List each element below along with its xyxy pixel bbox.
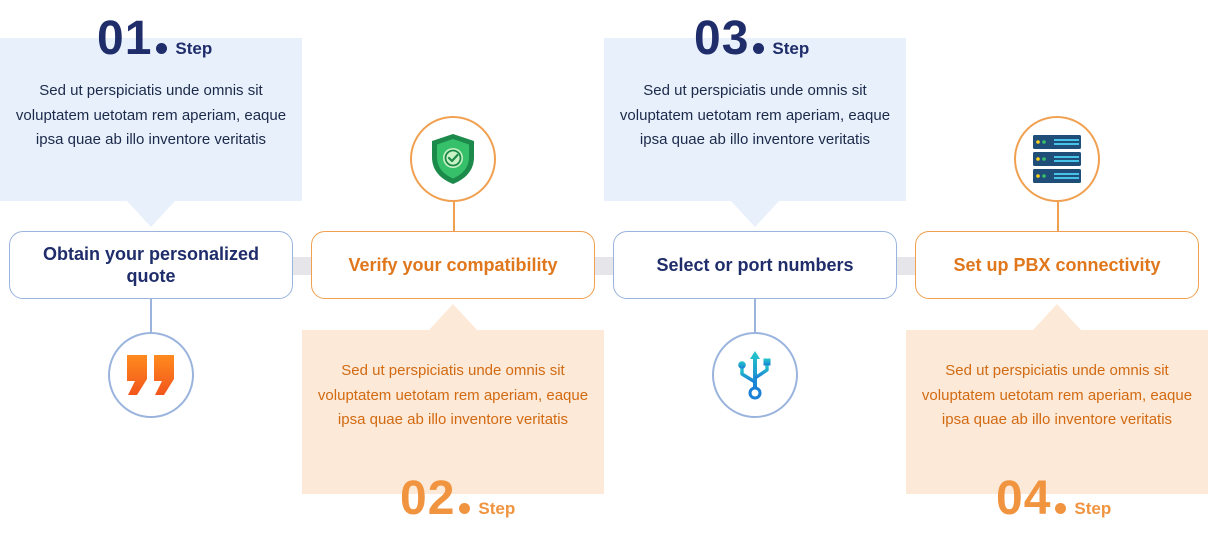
step-2-description-box: Sed ut perspiciatis unde omnis sit volup…: [302, 330, 604, 494]
step-4-title-text: Set up PBX connectivity: [953, 255, 1161, 275]
step-4-number: 04 Step: [996, 475, 1111, 523]
step-4-number-value: 04: [996, 472, 1052, 525]
step-3-number: 03 Step: [694, 15, 809, 63]
connector-bar: [593, 257, 617, 275]
step-4-title: Set up PBX connectivity: [915, 231, 1199, 299]
step-3-title-text: Select or port numbers: [656, 255, 854, 275]
server-icon: [1033, 135, 1081, 183]
step-2-description: Sed ut perspiciatis unde omnis sit volup…: [317, 362, 589, 428]
step-3-description: Sed ut perspiciatis unde omnis sit volup…: [619, 82, 891, 148]
step-2-title-text: Verify your compatibility: [348, 255, 558, 275]
step-2-dot: [459, 503, 471, 514]
step-2-title: Verify your compatibility: [311, 231, 595, 299]
usb-icon: [738, 351, 771, 400]
step-1-title-text: Obtain your personalized quote: [42, 244, 260, 286]
step-4-step-label: Step: [1074, 499, 1112, 518]
step-2-pointer: [429, 304, 477, 330]
step-3-step-label: Step: [772, 39, 810, 58]
step-3-description-box: Sed ut perspiciatis unde omnis sit volup…: [604, 38, 906, 201]
quote-icon: [127, 355, 174, 395]
step-3-title: Select or port numbers: [613, 231, 897, 299]
step-4-pointer: [1033, 304, 1081, 330]
step-3-number-value: 03: [694, 12, 750, 65]
step-1-pointer: [127, 201, 175, 227]
step-1-description-box: Sed ut perspiciatis unde omnis sit volup…: [0, 38, 302, 201]
step-1-title: Obtain your personalized quote: [9, 231, 293, 299]
step-2-number-value: 02: [400, 472, 456, 525]
step-1-dot: [156, 43, 168, 54]
step-3-icon-circle: [712, 332, 798, 418]
step-3-pointer: [731, 201, 779, 227]
step-2-icon-circle: [410, 116, 496, 202]
step-3-dot: [753, 43, 765, 54]
step-1-stem: [150, 299, 152, 332]
step-4-description: Sed ut perspiciatis unde omnis sit volup…: [921, 362, 1193, 428]
connector-bar: [290, 257, 316, 275]
step-1-number-value: 01: [97, 12, 153, 65]
step-4-dot: [1055, 503, 1067, 514]
step-4-description-box: Sed ut perspiciatis unde omnis sit volup…: [906, 330, 1208, 494]
step-2-stem: [453, 202, 455, 231]
step-2-number: 02 Step: [400, 475, 515, 523]
shield-check-icon: [432, 134, 474, 184]
step-1-description: Sed ut perspiciatis unde omnis sit volup…: [15, 82, 287, 148]
connector-bar: [896, 257, 920, 275]
step-1-step-label: Step: [175, 39, 213, 58]
step-4-icon-circle: [1014, 116, 1100, 202]
step-1-icon-circle: [108, 332, 194, 418]
step-1-number: 01 Step: [97, 15, 212, 63]
step-3-stem: [754, 299, 756, 332]
step-4-stem: [1057, 202, 1059, 231]
step-2-step-label: Step: [478, 499, 516, 518]
